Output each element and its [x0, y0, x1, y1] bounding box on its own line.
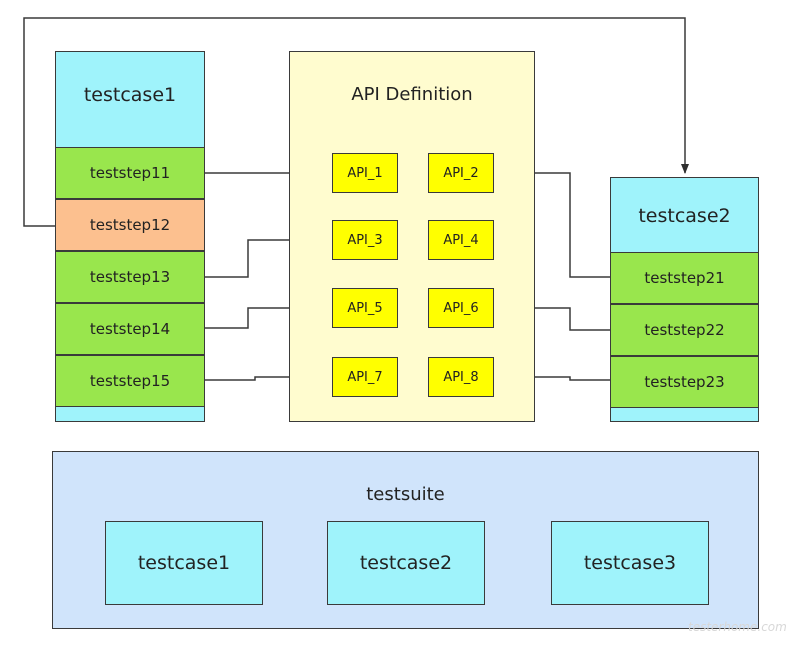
api-box: API_1	[332, 153, 398, 193]
teststep-row: teststep13	[55, 251, 205, 303]
teststep-row: teststep15	[55, 355, 205, 407]
api-definition-panel	[289, 51, 535, 422]
api-box: API_8	[428, 357, 494, 397]
teststep-row: teststep21	[610, 252, 759, 304]
teststep-row: teststep14	[55, 303, 205, 355]
api-box: API_5	[332, 288, 398, 328]
arrow-teststep22-api6	[500, 304, 610, 331]
reference-arrow-teststep12-testcase2	[23, 17, 689, 227]
arrow-teststep23-api8	[500, 373, 610, 381]
testcase1-title: testcase1	[83, 84, 177, 106]
arrow-teststep21-api2	[500, 169, 610, 278]
testsuite-case: testcase2	[327, 521, 485, 605]
api-box: API_2	[428, 153, 494, 193]
teststep-row: teststep22	[610, 304, 759, 356]
watermark: testerhome.com	[688, 620, 787, 634]
testcase2-title: testcase2	[638, 205, 731, 227]
api-definition-title: API Definition	[351, 83, 473, 105]
api-box: API_6	[428, 288, 494, 328]
api-box: API_7	[332, 357, 398, 397]
testsuite-title: testsuite	[366, 483, 445, 505]
teststep-row: teststep23	[610, 356, 759, 408]
teststep-row-highlighted: teststep12	[55, 199, 205, 251]
testsuite-case: testcase3	[551, 521, 709, 605]
api-box: API_4	[428, 220, 494, 260]
teststep-row: teststep11	[55, 147, 205, 199]
testsuite-case: testcase1	[105, 521, 263, 605]
api-box: API_3	[332, 220, 398, 260]
